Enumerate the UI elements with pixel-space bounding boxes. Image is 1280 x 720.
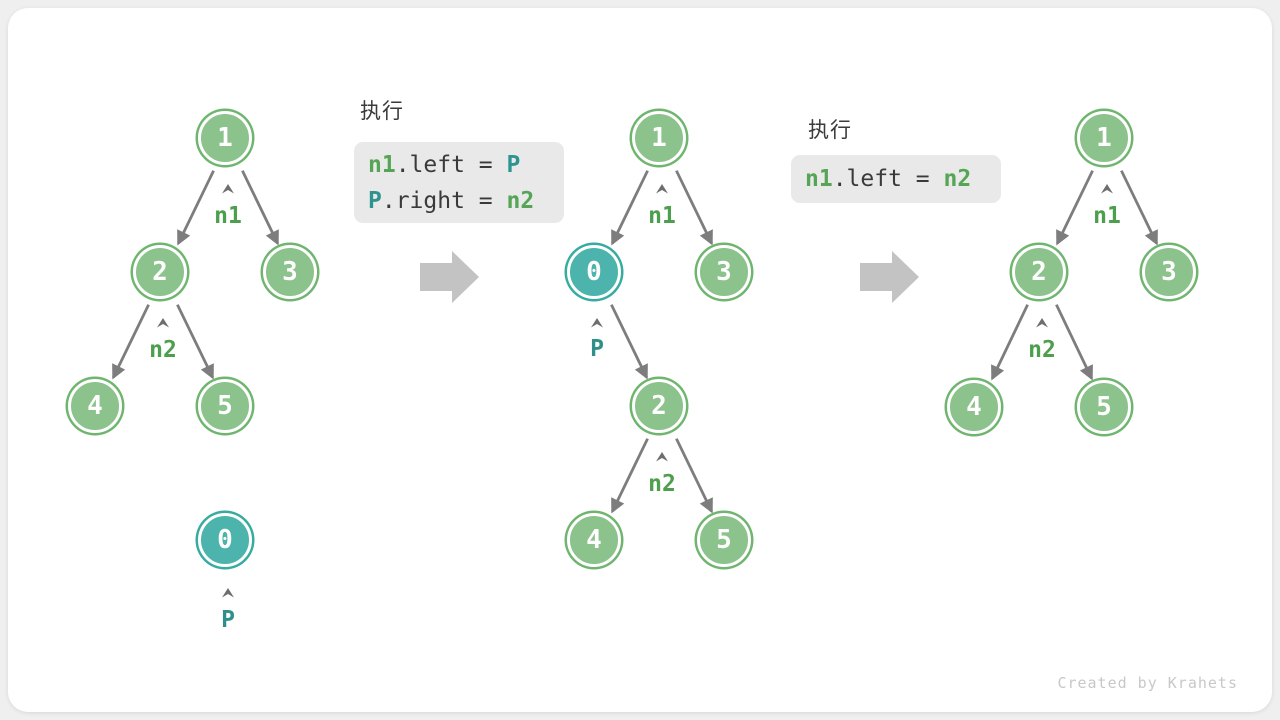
tree-node: 3 <box>1142 245 1196 299</box>
tree-node: 1 <box>198 111 252 165</box>
pointer-label-n2: n2 <box>149 337 177 363</box>
tree-node: 4 <box>68 379 122 433</box>
code-token: .right = <box>381 187 507 214</box>
tree-node: 2 <box>133 245 187 299</box>
code-token: n2 <box>943 166 972 192</box>
tree-node: 1 <box>1077 111 1131 165</box>
pointer-label-n2: n2 <box>1028 337 1056 363</box>
code-token: .left = <box>395 151 507 178</box>
tree-node: 2 <box>632 379 686 433</box>
tree-node-p: 0 <box>567 245 621 299</box>
code-token: n2 <box>506 187 535 214</box>
code-token: P <box>506 151 521 178</box>
code-token: n1 <box>368 151 396 178</box>
tree-node: 2 <box>1012 245 1066 299</box>
tree-node-p: 0 <box>198 513 252 567</box>
code-token: n1 <box>805 166 833 192</box>
diagram-canvas <box>8 8 1272 712</box>
pointer-label-p: P <box>221 607 235 633</box>
code-token: P <box>368 187 382 214</box>
pointer-label-n1: n1 <box>648 203 676 229</box>
code-line: n1.left = n2 <box>805 161 987 197</box>
code-line: P.right = n2 <box>368 183 550 219</box>
pointer-label-n2: n2 <box>648 471 676 497</box>
pointer-label-n1: n1 <box>1093 203 1121 229</box>
exec-title: 执行 <box>360 99 404 123</box>
code-line: n1.left = P <box>368 147 550 183</box>
tree-node: 4 <box>947 380 1001 434</box>
watermark: Created by Krahets <box>1057 674 1238 692</box>
tree-node: 3 <box>263 245 317 299</box>
exec-title: 执行 <box>808 118 852 142</box>
tree-node: 4 <box>567 513 621 567</box>
code-block: n1.left = n2 <box>791 155 1001 203</box>
pointer-label-p: P <box>590 336 604 362</box>
tree-node: 3 <box>697 245 751 299</box>
tree-node: 5 <box>198 379 252 433</box>
tree-node: 5 <box>1077 380 1131 434</box>
code-token: .left = <box>832 166 944 192</box>
tree-node: 5 <box>697 513 751 567</box>
pointer-label-n1: n1 <box>214 203 242 229</box>
code-block: n1.left = P P.right = n2 <box>354 142 564 223</box>
tree-node: 1 <box>632 111 686 165</box>
